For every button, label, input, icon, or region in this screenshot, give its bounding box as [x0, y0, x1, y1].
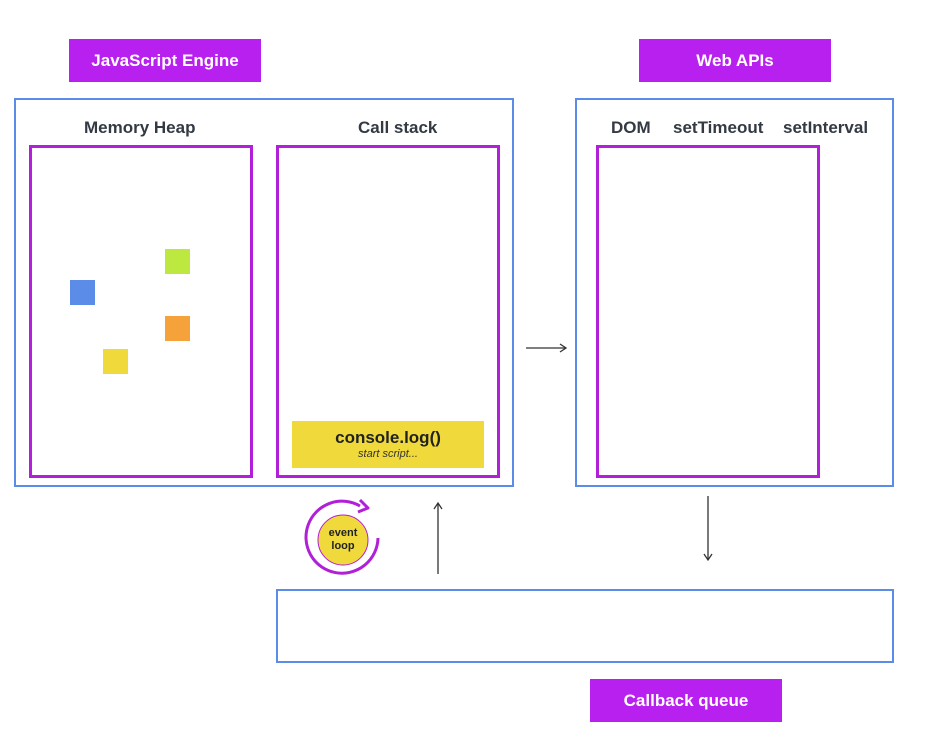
event-loop-icon — [304, 498, 380, 575]
javascript-engine-tag: JavaScript Engine — [69, 39, 261, 82]
web-apis-box — [575, 98, 894, 487]
callback-queue-tag: Callback queue — [590, 679, 782, 722]
heap-object-green — [165, 249, 190, 274]
heap-object-yellow — [103, 349, 128, 374]
memory-heap-box — [29, 145, 253, 478]
web-apis-inner-box — [596, 145, 820, 478]
callback-queue-box — [276, 589, 894, 663]
call-stack-frame-subtitle: start script... — [358, 447, 418, 460]
call-stack-frame: console.log() start script... — [292, 421, 484, 468]
arrow-right-icon — [526, 343, 568, 353]
call-stack-label: Call stack — [358, 118, 438, 137]
event-loop-label-line1: event — [328, 527, 358, 539]
arrow-up-icon — [433, 501, 443, 574]
arrow-down-icon — [703, 496, 713, 562]
call-stack-box — [276, 145, 500, 478]
web-api-label-setinterval: setInterval — [783, 118, 869, 137]
call-stack-frame-title: console.log() — [335, 427, 441, 447]
heap-object-blue — [70, 280, 95, 305]
web-api-label-settimeout: setTimeout — [673, 118, 764, 137]
javascript-engine-box — [14, 98, 514, 487]
memory-heap-label: Memory Heap — [84, 118, 196, 137]
web-api-label-dom: DOM — [611, 118, 651, 137]
heap-object-orange — [165, 316, 190, 341]
event-loop-label-line2: loop — [331, 540, 355, 552]
web-apis-tag: Web APIs — [639, 39, 831, 82]
event-loop-label: event loop — [318, 527, 368, 553]
